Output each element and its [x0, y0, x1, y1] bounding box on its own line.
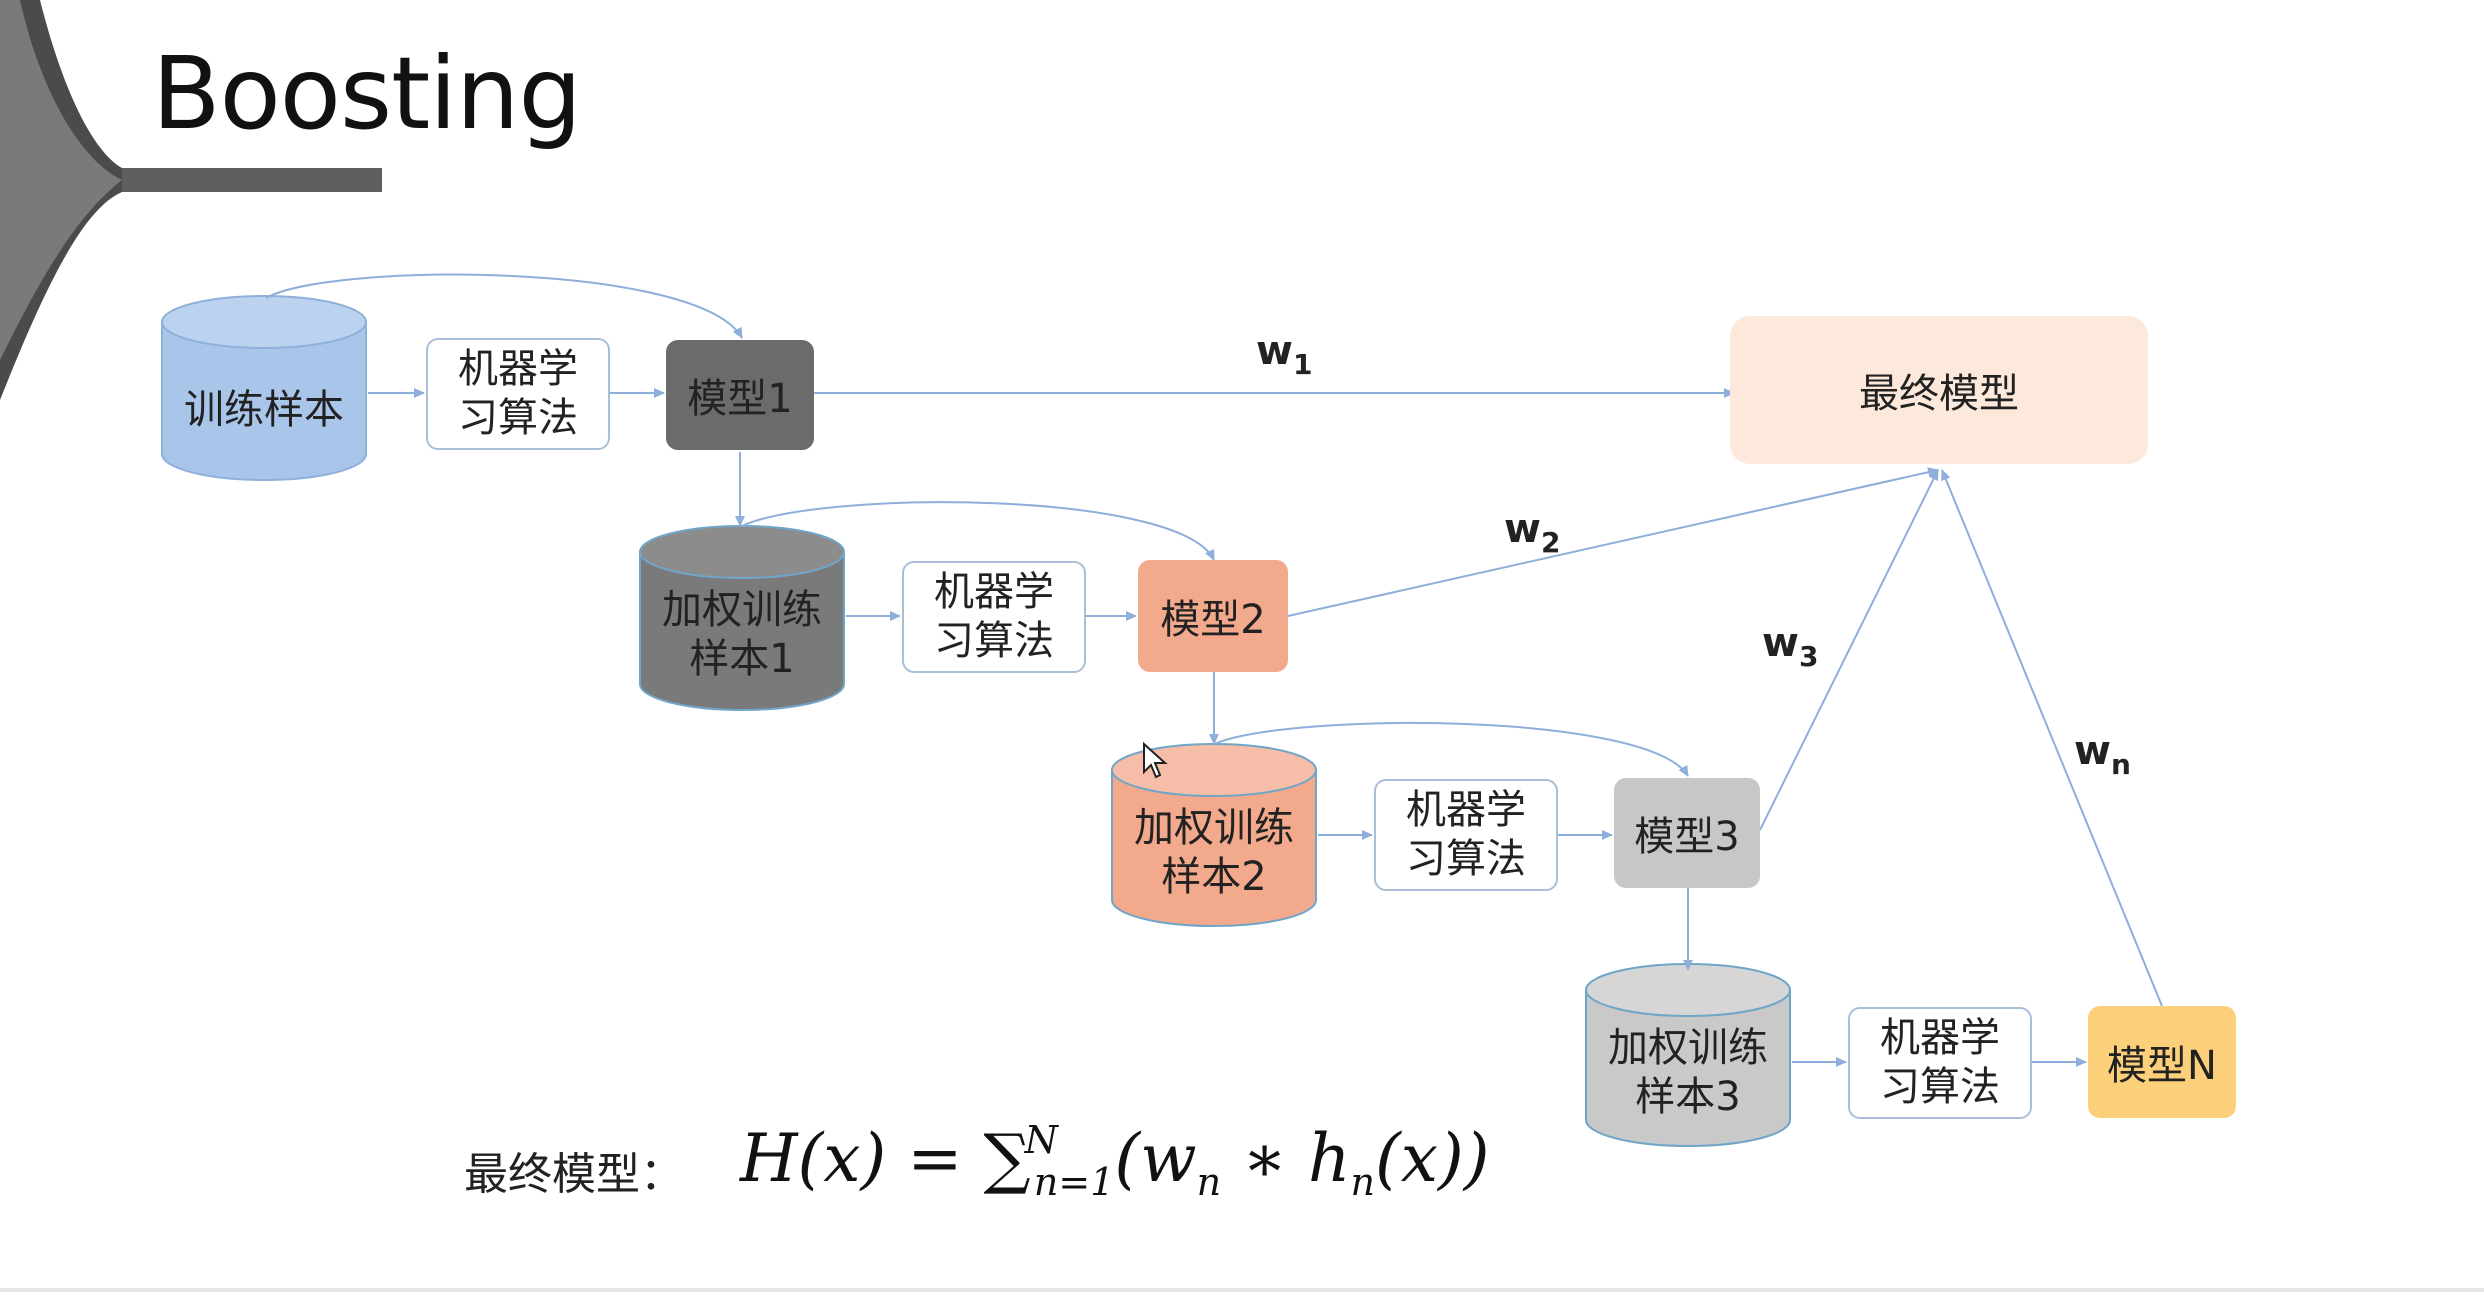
decorative-swoosh	[0, 0, 122, 400]
weighted-2-text: 加权训练 样本2	[1134, 805, 1294, 900]
model-box-1: 模型1	[666, 340, 814, 450]
cylinder-weighted-1	[639, 525, 845, 711]
sum-upper: N	[1024, 1118, 1058, 1162]
connector-arrows	[265, 273, 2163, 1067]
w3-sub: 3	[1798, 640, 1819, 673]
label-weighted-1: 加权训练 样本1	[640, 580, 844, 690]
w3-base: w	[1762, 620, 1799, 666]
weight-label-w1: w1	[1256, 328, 1312, 381]
model-1-text: 模型1	[687, 376, 793, 422]
title-underline	[122, 168, 382, 192]
algorithm-text: 机器学 习算法	[458, 346, 578, 441]
training-sample-text: 训练样本	[184, 386, 344, 433]
weight-label-w2: w2	[1504, 506, 1560, 559]
page-title: Boosting	[152, 35, 582, 152]
weighted-3-text: 加权训练 样本3	[1608, 1025, 1768, 1120]
model-box-n: 模型N	[2088, 1006, 2236, 1118]
sigma-symbol: ∑	[983, 1120, 1031, 1197]
w1-base: w	[1256, 328, 1293, 374]
algorithm-box-1: 机器学 习算法	[426, 338, 610, 450]
weighted-1-text: 加权训练 样本1	[662, 587, 822, 682]
algorithm-box-3: 机器学 习算法	[1374, 779, 1558, 891]
final-model-box: 最终模型	[1730, 316, 2148, 464]
algorithm-box-4: 机器学 习算法	[1848, 1007, 2032, 1119]
label-training-sample: 训练样本	[162, 360, 366, 460]
formula-rhs-mid: ∗ h	[1221, 1120, 1351, 1197]
w1-sub: 1	[1292, 348, 1313, 381]
w2-base: w	[1504, 506, 1541, 552]
formula-rhs-close: (x))	[1374, 1120, 1490, 1197]
sum-lower: n=1	[1033, 1160, 1115, 1205]
model-2-text: 模型2	[1160, 597, 1266, 643]
model-n-text: 模型N	[2107, 1043, 2217, 1089]
label-weighted-2: 加权训练 样本2	[1112, 798, 1316, 908]
sum-limits: Nn=1	[1025, 1118, 1115, 1205]
final-model-text: 最终模型	[1859, 371, 2019, 417]
model-box-2: 模型2	[1138, 560, 1288, 672]
formula-lhs: H(x) =	[740, 1120, 984, 1197]
weight-label-wn: wn	[2074, 728, 2131, 781]
formula-w-sub: n	[1196, 1160, 1222, 1205]
label-weighted-3: 加权训练 样本3	[1586, 1018, 1790, 1128]
formula: H(x) = ∑Nn=1(wn ∗ hn(x))	[740, 1118, 1489, 1204]
cylinder-training-sample	[161, 295, 367, 481]
model-3-text: 模型3	[1634, 814, 1740, 860]
formula-label: 最终模型：	[464, 1149, 684, 1200]
wn-sub: n	[2110, 748, 2131, 781]
algorithm-text: 机器学 习算法	[1880, 1015, 2000, 1110]
w2-sub: 2	[1540, 526, 1561, 559]
footer-divider	[0, 1288, 2484, 1292]
wn-base: w	[2074, 728, 2111, 774]
algorithm-box-2: 机器学 习算法	[902, 561, 1086, 673]
mouse-cursor-icon	[1143, 742, 1168, 779]
algorithm-text: 机器学 习算法	[1406, 787, 1526, 882]
weight-label-w3: w3	[1762, 620, 1818, 673]
model-box-3: 模型3	[1614, 778, 1760, 888]
cylinder-weighted-3	[1585, 963, 1791, 1147]
formula-rhs-open: (w	[1114, 1120, 1197, 1197]
formula-h-sub: n	[1350, 1160, 1375, 1205]
algorithm-text: 机器学 习算法	[934, 569, 1054, 664]
